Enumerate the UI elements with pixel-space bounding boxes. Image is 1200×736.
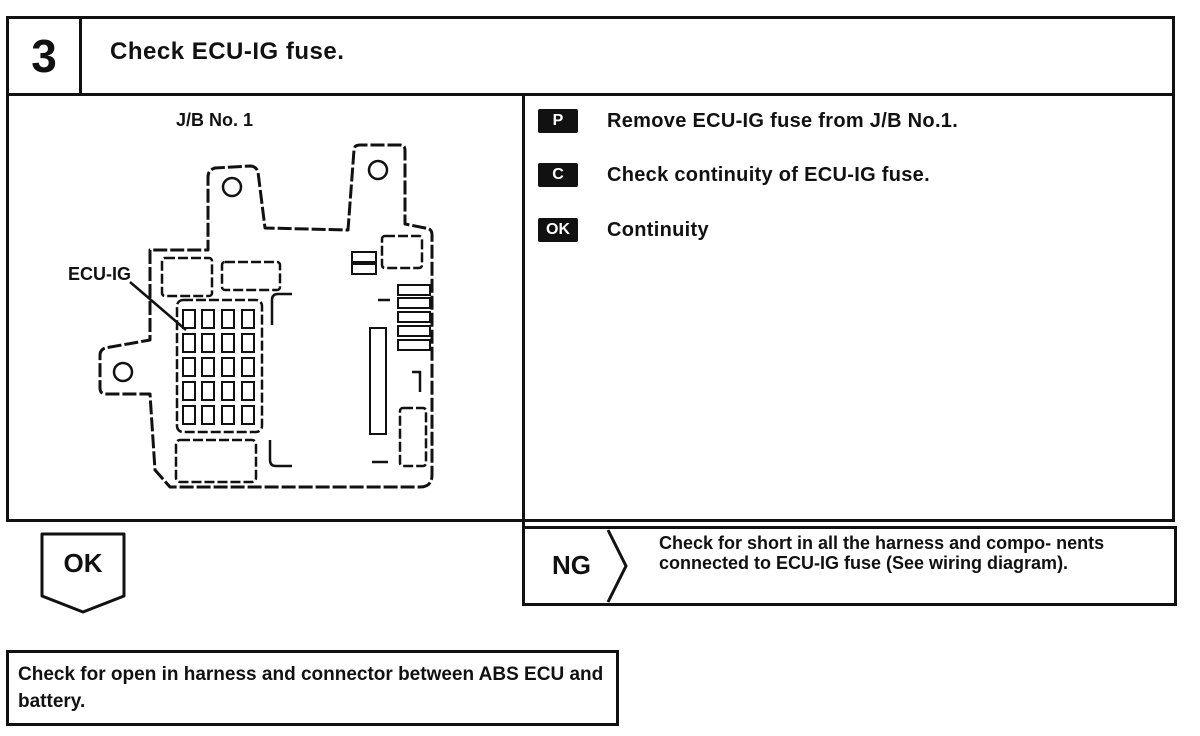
ng-result-box [522, 526, 1177, 606]
diagram-title: J/B No. 1 [176, 110, 254, 130]
procedure-text-remove: Remove ECU-IG fuse from J/B No.1. [607, 110, 959, 132]
procedure-text-ok: Continuity [607, 219, 709, 241]
procedure-step-check: C [538, 162, 578, 188]
column-divider [522, 96, 525, 606]
ok-badge: OK [538, 218, 578, 242]
step-box [6, 16, 1175, 522]
fuse-callout-label: ECU-IG [68, 264, 131, 284]
procedure-step-remove: P [538, 108, 578, 134]
step-title: Check ECU-IG fuse. [110, 38, 345, 65]
ok-result-label: OK [63, 548, 103, 578]
procedure-text-check: Check continuity of ECU-IG fuse. [607, 164, 930, 186]
ng-result-text: Check for short in all the harness and c… [659, 533, 1105, 573]
step-header [6, 16, 1175, 96]
junction-block-diagram [98, 143, 434, 489]
step-number: 3 [9, 19, 82, 93]
remove-badge: P [538, 109, 578, 133]
next-step-text: Check for open in harness and connector … [18, 664, 604, 712]
ok-result-shape [40, 532, 126, 614]
ng-chevron-icon [606, 529, 628, 603]
next-step-box [6, 650, 619, 726]
check-badge: C [538, 163, 578, 187]
ng-result-label: NG [552, 550, 591, 580]
procedure-step-ok: OK [538, 217, 578, 243]
